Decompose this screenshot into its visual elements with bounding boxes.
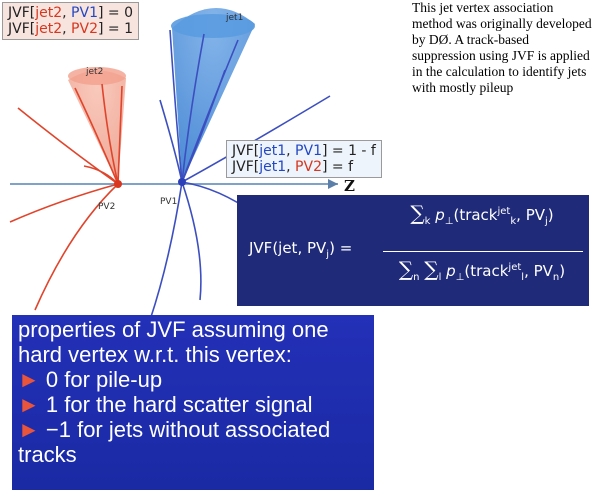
track-sup: jet xyxy=(498,206,511,217)
jvf-prefix: JVF[ xyxy=(8,21,35,37)
jet1-jvf-box: JVF[jet1, PV1] = 1 - f JVF[jet1, PV2] = … xyxy=(226,140,382,178)
list-item: ► 0 for pile-up xyxy=(18,367,368,392)
vertex-name: PV1 xyxy=(295,143,322,159)
close-paren: ) xyxy=(548,206,554,224)
jvf-value: ] = 1 - f xyxy=(322,143,376,159)
lhs-close: ) = xyxy=(329,239,352,257)
jet-name: jet2 xyxy=(35,21,62,37)
momentum-symbol: p xyxy=(446,262,456,280)
jet-name: jet2 xyxy=(35,5,62,21)
list-item: ► −1 for jets without associated tracks xyxy=(18,417,368,467)
vertex-name: PV2 xyxy=(71,21,98,37)
pv1-vertex xyxy=(178,178,186,186)
jvf-value: ] = 0 xyxy=(98,5,133,21)
triangle-bullet-icon: ► xyxy=(18,392,46,417)
method-note: This jet vertex association method was o… xyxy=(412,0,594,96)
jet-name: jet1 xyxy=(259,159,286,175)
jet2-cone xyxy=(68,70,126,184)
separator: , xyxy=(62,21,71,37)
jvf-value: ] = 1 xyxy=(98,21,133,37)
formula-lhs: JVF(jet, PVj) = xyxy=(249,239,352,260)
property-text: 0 for pile-up xyxy=(46,367,162,392)
z-axis-label: Z xyxy=(344,177,355,195)
jvf-value: ] = f xyxy=(322,159,353,175)
list-item: ► 1 for the hard scatter signal xyxy=(18,392,368,417)
track-text: (track xyxy=(464,262,508,280)
sum-sign: ∑ xyxy=(424,257,438,281)
triangle-bullet-icon: ► xyxy=(18,367,46,392)
jet1-pv1-line: JVF[jet1, PV1] = 1 - f xyxy=(232,143,376,159)
formula-numerator: ∑k p⊥(trackjetk, PVj) xyxy=(382,201,582,227)
jet1-pv2-line: JVF[jet1, PV2] = f xyxy=(232,159,376,175)
vertex-name: PV1 xyxy=(71,5,98,21)
separator: , xyxy=(286,159,295,175)
pv1-label: PV1 xyxy=(160,197,177,207)
jet2-pv1-line: JVF[jet2, PV1] = 0 xyxy=(8,5,133,21)
jvf-prefix: JVF[ xyxy=(8,5,35,21)
jvf-properties-panel: properties of JVF assuming one hard vert… xyxy=(12,315,374,490)
sum-index: n xyxy=(413,272,419,283)
sum-sign: ∑ xyxy=(399,257,413,281)
momentum-symbol: p xyxy=(435,206,445,224)
jvf-prefix: JVF[ xyxy=(232,159,259,175)
pv2-label: PV2 xyxy=(98,202,115,212)
jvf-prefix: JVF[ xyxy=(232,143,259,159)
close-paren: ) xyxy=(559,262,565,280)
z-axis-arrow xyxy=(328,179,338,189)
sum-index: l xyxy=(439,272,442,283)
lhs-text: JVF(jet, PV xyxy=(249,239,326,257)
fraction-bar xyxy=(383,251,583,252)
jet-name: jet1 xyxy=(259,143,286,159)
pv-text: , PV xyxy=(524,262,553,280)
track-text: (track xyxy=(453,206,497,224)
separator: , xyxy=(286,143,295,159)
jvf-formula-panel: JVF(jet, PVj) = ∑k p⊥(trackjetk, PVj) ∑n… xyxy=(237,195,589,306)
separator: , xyxy=(62,5,71,21)
jet2-jvf-box: JVF[jet2, PV1] = 0 JVF[jet2, PV2] = 1 xyxy=(2,2,139,40)
sum-index: k xyxy=(425,216,431,227)
sum-sign: ∑ xyxy=(410,201,424,225)
properties-heading: properties of JVF assuming one hard vert… xyxy=(18,317,368,367)
pv2-vertex xyxy=(114,180,122,188)
jet2-label: jet2 xyxy=(85,67,103,77)
triangle-bullet-icon: ► xyxy=(18,417,46,442)
track-sup: jet xyxy=(508,262,521,273)
property-text: −1 for jets without associated tracks xyxy=(18,417,330,467)
property-text: 1 for the hard scatter signal xyxy=(46,392,313,417)
formula-denominator: ∑n ∑l p⊥(trackjetl, PVn) xyxy=(382,257,582,283)
jet2-pv2-line: JVF[jet2, PV2] = 1 xyxy=(8,21,133,37)
jet1-label: jet1 xyxy=(225,13,243,23)
vertex-name: PV2 xyxy=(295,159,322,175)
pv-text: , PV xyxy=(516,206,545,224)
